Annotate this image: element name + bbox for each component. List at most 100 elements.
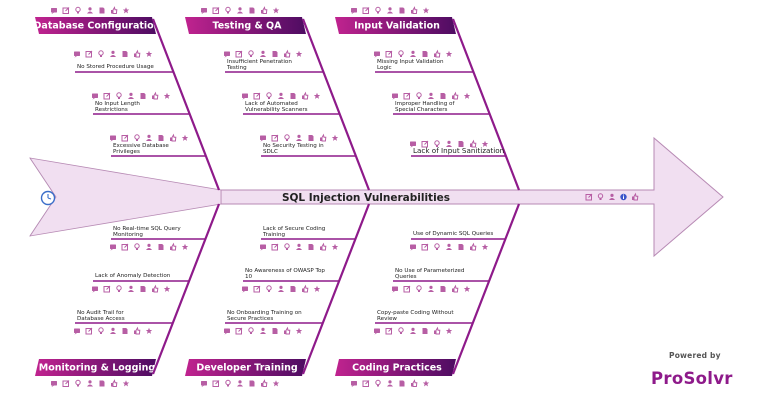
document-icon[interactable] [440, 286, 446, 292]
star-icon[interactable] [295, 50, 303, 57]
lightbulb-icon[interactable] [248, 50, 254, 57]
external-link-icon[interactable] [212, 380, 220, 387]
star-icon[interactable] [295, 327, 303, 334]
star-icon[interactable] [122, 7, 130, 14]
thumbs-up-icon[interactable] [261, 6, 268, 14]
user-icon[interactable] [110, 50, 116, 57]
star-icon[interactable] [331, 134, 339, 141]
comment-icon[interactable] [92, 93, 98, 100]
star-icon[interactable] [313, 285, 321, 292]
lightbulb-icon[interactable] [266, 285, 272, 292]
lightbulb-icon[interactable] [434, 140, 440, 147]
thumbs-up-icon[interactable] [470, 139, 477, 148]
lightbulb-icon[interactable] [116, 92, 122, 99]
document-icon[interactable] [99, 7, 105, 14]
lightbulb-icon[interactable] [416, 92, 422, 99]
lightbulb-icon[interactable] [75, 379, 81, 387]
lightbulb-icon[interactable] [284, 243, 290, 250]
star-icon[interactable] [422, 380, 430, 387]
comment-icon[interactable] [224, 328, 230, 335]
thumbs-up-icon[interactable] [152, 284, 159, 293]
comment-icon[interactable] [392, 93, 398, 100]
comment-icon[interactable] [224, 51, 230, 58]
thumbs-up-icon[interactable] [434, 49, 441, 58]
lightbulb-icon[interactable] [248, 327, 254, 334]
lightbulb-icon[interactable] [225, 379, 231, 387]
star-icon[interactable] [145, 50, 153, 57]
external-link-icon[interactable] [85, 50, 93, 58]
lightbulb-icon[interactable] [398, 327, 404, 334]
thumbs-up-icon[interactable] [434, 326, 441, 335]
user-icon[interactable] [609, 193, 615, 200]
external-link-icon[interactable] [62, 380, 70, 387]
document-icon[interactable] [399, 380, 405, 387]
document-icon[interactable] [122, 51, 128, 57]
document-icon[interactable] [158, 244, 164, 250]
cause-item[interactable]: Lack of Input Sanitization [410, 139, 506, 157]
external-link-icon[interactable] [421, 140, 429, 148]
star-icon[interactable] [272, 380, 280, 387]
user-icon[interactable] [110, 327, 116, 334]
comment-icon[interactable] [201, 381, 207, 388]
document-icon[interactable] [140, 286, 146, 292]
document-icon[interactable] [249, 380, 255, 387]
lightbulb-icon[interactable] [98, 50, 104, 57]
external-link-icon[interactable] [121, 134, 129, 142]
lightbulb-icon[interactable] [375, 379, 381, 387]
external-link-icon[interactable] [385, 50, 393, 58]
user-icon[interactable] [296, 243, 302, 250]
comment-icon[interactable] [374, 328, 380, 335]
user-icon[interactable] [87, 380, 93, 387]
comment-icon[interactable] [242, 286, 248, 293]
comment-icon[interactable] [201, 8, 207, 15]
user-icon[interactable] [87, 7, 93, 14]
document-icon[interactable] [272, 328, 278, 334]
external-link-icon[interactable] [235, 327, 243, 335]
comment-icon[interactable] [392, 286, 398, 293]
document-icon[interactable] [249, 7, 255, 14]
document-icon[interactable] [122, 328, 128, 334]
user-icon[interactable] [128, 92, 134, 99]
document-icon[interactable] [458, 244, 464, 250]
external-link-icon[interactable] [271, 134, 279, 142]
external-link-icon[interactable] [362, 380, 370, 387]
external-link-icon[interactable] [235, 50, 243, 58]
thumbs-up-icon[interactable] [411, 379, 418, 387]
thumbs-up-icon[interactable] [302, 284, 309, 293]
external-link-icon[interactable] [271, 243, 279, 251]
star-icon[interactable] [181, 134, 189, 141]
external-link-icon[interactable] [85, 327, 93, 335]
lightbulb-icon[interactable] [266, 92, 272, 99]
external-link-icon[interactable] [403, 285, 411, 293]
star-icon[interactable] [331, 243, 339, 250]
document-icon[interactable] [422, 51, 428, 57]
info-icon[interactable] [620, 193, 627, 201]
comment-icon[interactable] [351, 8, 357, 15]
star-icon[interactable] [272, 7, 280, 14]
thumbs-up-icon[interactable] [320, 242, 327, 251]
comment-icon[interactable] [92, 286, 98, 293]
lightbulb-icon[interactable] [116, 285, 122, 292]
comment-icon[interactable] [260, 244, 266, 251]
external-link-icon[interactable] [253, 285, 261, 293]
clock-icon[interactable] [40, 190, 56, 206]
document-icon[interactable] [290, 286, 296, 292]
external-link-icon[interactable] [585, 193, 593, 201]
document-icon[interactable] [458, 141, 464, 147]
user-icon[interactable] [278, 92, 284, 99]
document-icon[interactable] [272, 51, 278, 57]
thumbs-up-icon[interactable] [470, 242, 477, 251]
star-icon[interactable] [445, 327, 453, 334]
lightbulb-icon[interactable] [398, 50, 404, 57]
thumbs-up-icon[interactable] [284, 326, 291, 335]
comment-icon[interactable] [410, 141, 416, 148]
